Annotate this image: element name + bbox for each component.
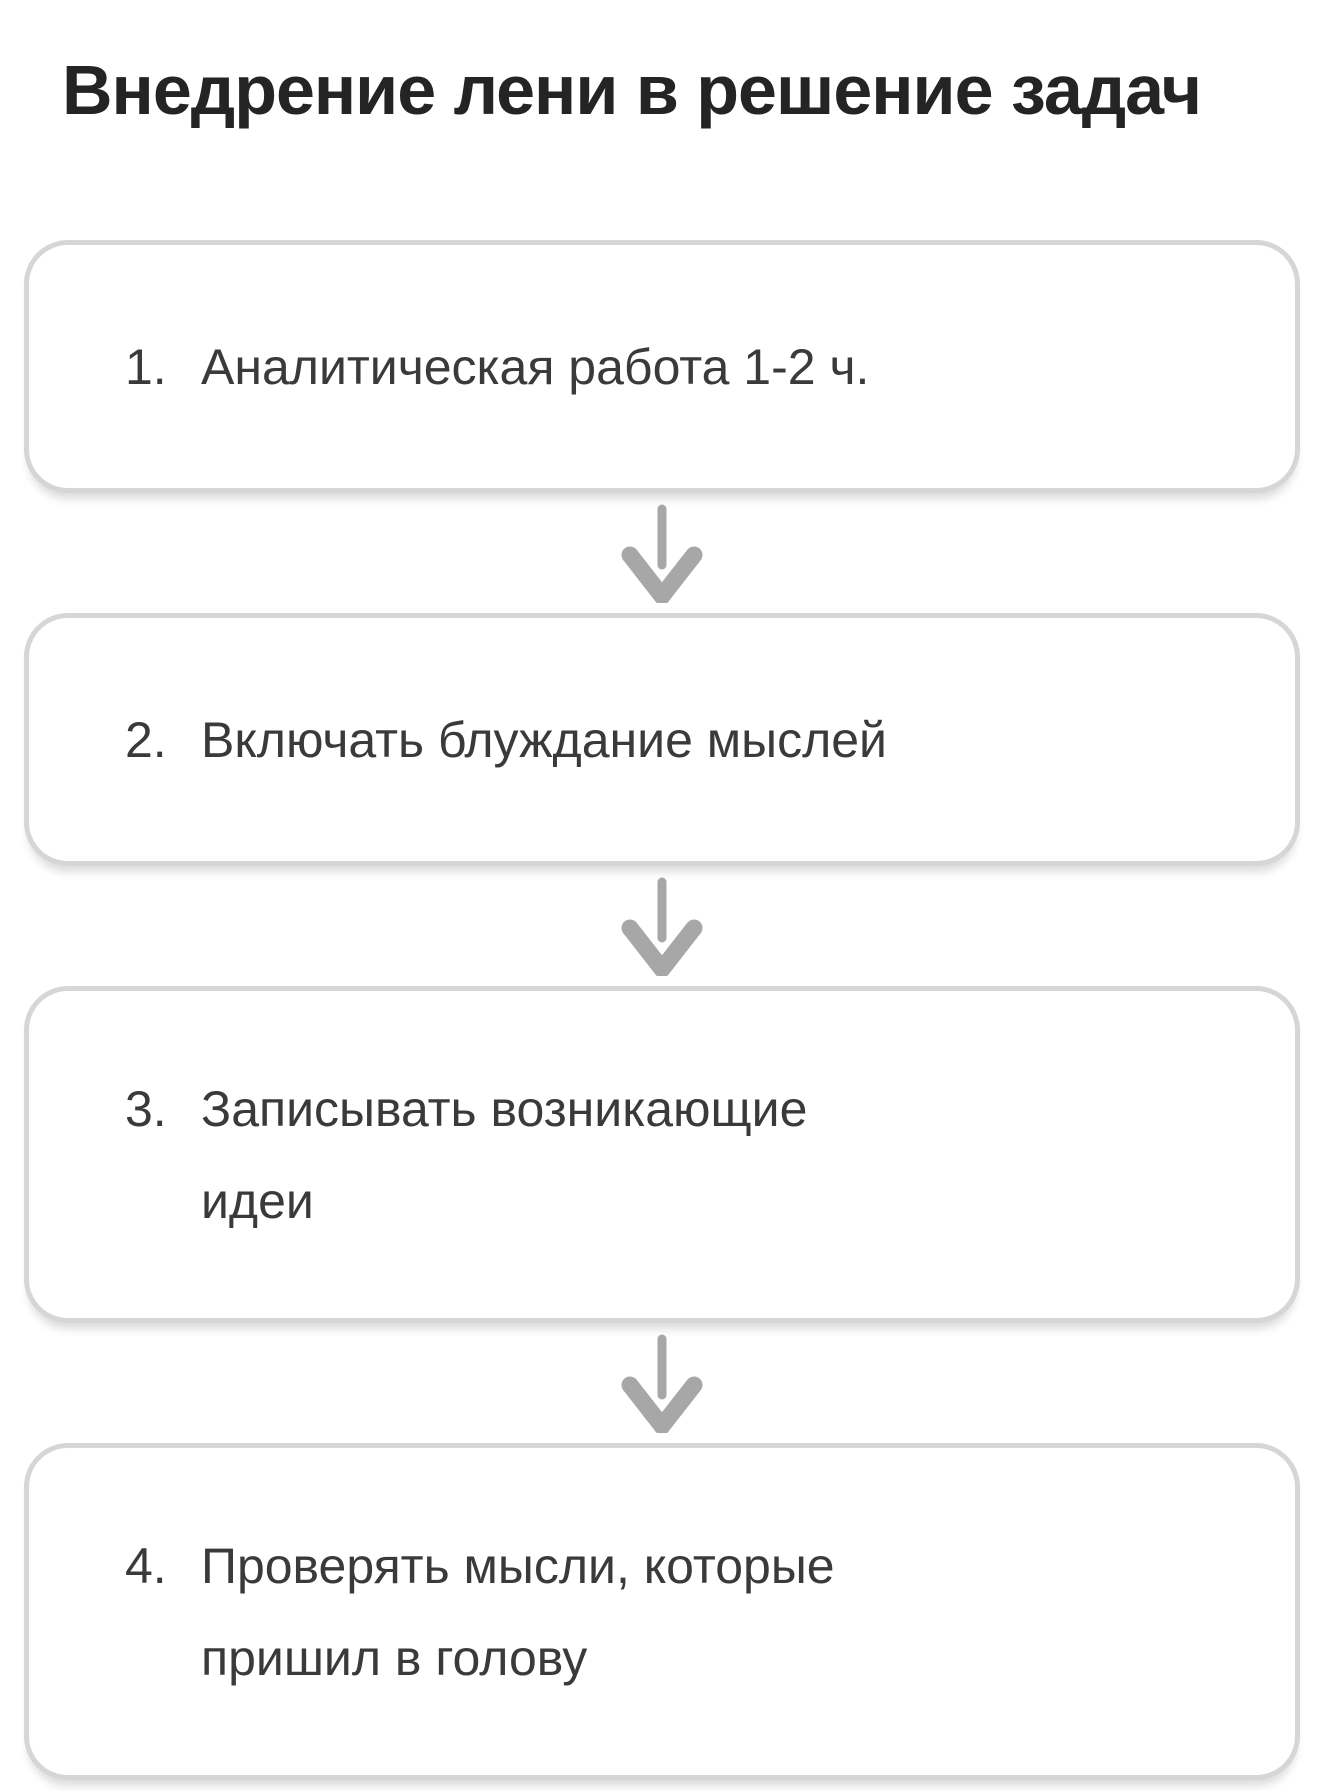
arrow-down-icon <box>621 877 703 976</box>
connector-gap <box>24 1323 1300 1443</box>
step-box-2: 2. Включать блуждание мыслей <box>24 613 1300 866</box>
step-box-1: 1. Аналитическая работа 1-2 ч. <box>24 240 1300 493</box>
step-line: пришил в голову <box>201 1629 588 1686</box>
step-line: Проверять мысли, которые <box>201 1537 835 1594</box>
step-row: 3. Записывать возникающие идеи <box>29 1063 1295 1247</box>
step-text: Включать блуждание мыслей <box>201 694 887 786</box>
page-title: Внедрение лени в решение задач <box>62 51 1202 129</box>
step-row: 4. Проверять мысли, которые пришил в гол… <box>29 1520 1295 1704</box>
step-box-4: 4. Проверять мысли, которые пришил в гол… <box>24 1443 1300 1780</box>
step-number: 3. <box>125 1080 167 1137</box>
step-line: Аналитическая работа 1-2 ч. <box>201 338 870 395</box>
step-number: 4. <box>125 1537 167 1594</box>
title-area: Внедрение лени в решение задач <box>24 0 1300 240</box>
step-box-3: 3. Записывать возникающие идеи <box>24 986 1300 1323</box>
arrow-down-icon <box>621 1334 703 1433</box>
step-text: Проверять мысли, которые пришил в голову <box>201 1520 835 1704</box>
step-number: 2. <box>125 711 167 768</box>
step-line: Записывать возникающие <box>201 1080 808 1137</box>
connector-gap <box>24 866 1300 986</box>
connector-gap <box>24 493 1300 613</box>
step-row: 2. Включать блуждание мыслей <box>29 694 1295 786</box>
arrow-down-icon <box>621 504 703 603</box>
step-row: 1. Аналитическая работа 1-2 ч. <box>29 321 1295 413</box>
step-line: Включать блуждание мыслей <box>201 711 887 768</box>
step-number: 1. <box>125 338 167 395</box>
step-text: Аналитическая работа 1-2 ч. <box>201 321 869 413</box>
step-text: Записывать возникающие идеи <box>201 1063 807 1247</box>
step-line: идеи <box>201 1172 314 1229</box>
